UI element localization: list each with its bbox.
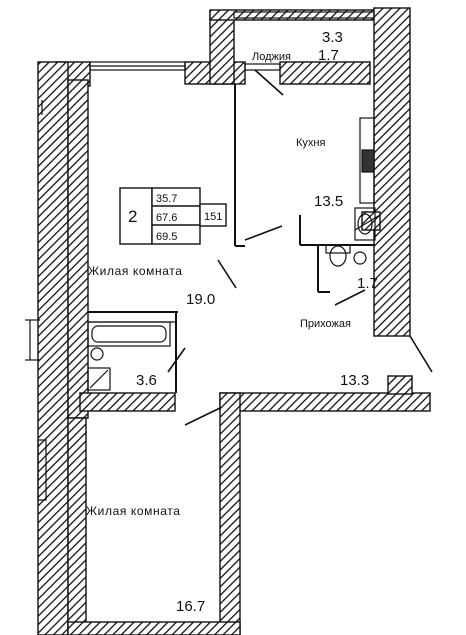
living-room-2-area: 16.7 bbox=[176, 598, 205, 615]
stove-icon bbox=[361, 149, 375, 173]
window-loggia bbox=[233, 11, 375, 19]
wc-sink-icon bbox=[353, 251, 367, 265]
bathtub-icon bbox=[87, 321, 171, 347]
toilet-icon bbox=[329, 245, 347, 267]
washer-icon bbox=[87, 367, 111, 391]
door-room2 bbox=[184, 407, 221, 426]
hall-label: Прихожая bbox=[300, 318, 351, 330]
total-area: 67.6 bbox=[156, 212, 177, 224]
hall-area: 13.3 bbox=[340, 372, 369, 389]
door-wc bbox=[334, 289, 366, 306]
wall-bath-bottom bbox=[79, 392, 176, 412]
area-summary-box bbox=[119, 187, 227, 245]
bath-area: 3.6 bbox=[136, 372, 157, 389]
door-kitchen bbox=[244, 225, 283, 241]
apartment-code: 151 bbox=[204, 211, 222, 223]
sink-icon bbox=[354, 207, 376, 241]
rooms-count: 2 bbox=[128, 207, 137, 226]
wc-area: 1.7 bbox=[357, 275, 378, 292]
window-room2 bbox=[37, 439, 47, 501]
window-kitchen bbox=[244, 63, 281, 71]
doors bbox=[167, 69, 433, 426]
door-loggia bbox=[254, 69, 284, 96]
living-area: 35.7 bbox=[156, 193, 177, 205]
wall-left-lower bbox=[67, 417, 87, 635]
door-room1 bbox=[217, 259, 237, 289]
bath-fixtures bbox=[87, 321, 171, 391]
wall-hall-right-stub bbox=[387, 375, 413, 395]
wall-left bbox=[37, 61, 69, 635]
door-entrance bbox=[409, 335, 433, 373]
wall-room2-right bbox=[219, 392, 241, 635]
wall-bottom bbox=[67, 621, 241, 635]
wall-left-inner bbox=[67, 79, 89, 419]
wall-top-right bbox=[279, 61, 371, 85]
bath-sink-icon bbox=[90, 347, 104, 361]
windows bbox=[37, 11, 375, 501]
living-room-1-label: Жилая комната bbox=[88, 264, 182, 278]
walls bbox=[37, 7, 431, 635]
wall-right bbox=[373, 7, 411, 337]
labels: 3.3 Лоджия 1.7 Кухня 13.5 2 35.7 67.6 69… bbox=[86, 29, 378, 615]
wc-fixtures bbox=[325, 244, 367, 267]
kitchen-fixtures bbox=[354, 117, 381, 241]
loggia-area-a: 3.3 bbox=[322, 29, 343, 46]
living-room-2-label: Жилая комната bbox=[86, 504, 180, 518]
living-room-1-area: 19.0 bbox=[186, 291, 215, 308]
loggia-area-b: 1.7 bbox=[318, 47, 339, 64]
loggia-label: Лоджия bbox=[252, 51, 291, 63]
door-bath bbox=[167, 347, 186, 373]
kitchen-area: 13.5 bbox=[314, 193, 343, 210]
kitchen-label: Кухня bbox=[296, 137, 325, 149]
wall-loggia-left bbox=[209, 11, 235, 85]
full-area: 69.5 bbox=[156, 231, 177, 243]
wall-hall-bottom bbox=[219, 392, 431, 412]
